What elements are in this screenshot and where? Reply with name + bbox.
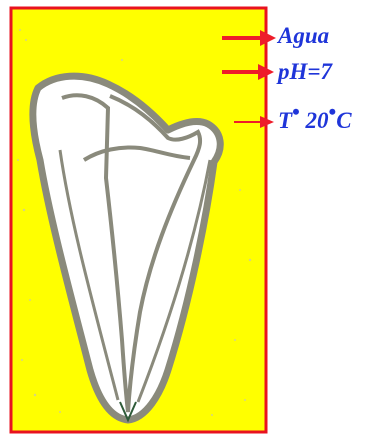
degree-symbol-2: • [329, 99, 337, 124]
temperature-unit: C [336, 108, 351, 133]
temperature-prefix: T [278, 108, 292, 133]
label-temperature: T• 20•C [278, 108, 352, 134]
label-ph: pH=7 [278, 59, 332, 85]
temperature-value: 20 [306, 108, 329, 133]
degree-symbol-1: • [292, 99, 300, 124]
label-medium: Agua [278, 23, 329, 49]
